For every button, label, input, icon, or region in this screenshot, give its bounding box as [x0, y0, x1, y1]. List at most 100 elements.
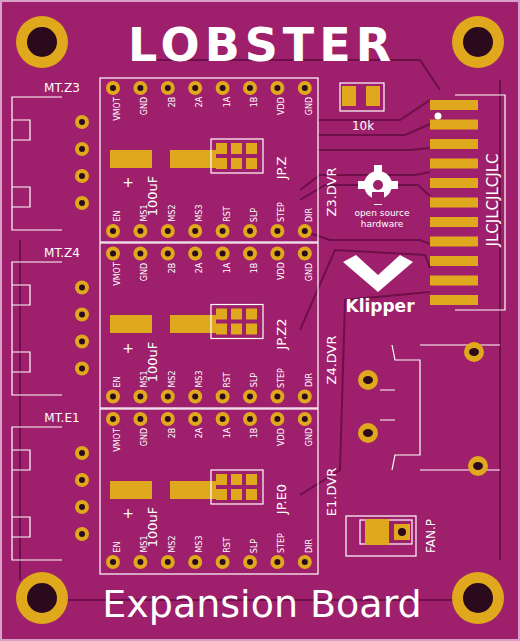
pin-drill: [220, 559, 226, 565]
pin-label: MS2: [169, 536, 177, 553]
pin-drill: [469, 348, 479, 356]
connector-pad: [430, 295, 478, 305]
motor-pin: [75, 473, 89, 487]
fab-text: JLCJLCJLCJLC: [486, 153, 501, 246]
pin-drill: [79, 200, 85, 206]
jumper-pad: [231, 474, 242, 485]
motor-pin: [75, 142, 89, 156]
logo-text: hardware: [361, 220, 403, 229]
pin-label: 2A: [196, 97, 204, 108]
pin-drill: [110, 85, 116, 91]
header-pin: [106, 412, 120, 426]
jumper-outline: [211, 139, 263, 173]
jumper-pad: [246, 474, 257, 485]
pin-drill: [192, 559, 198, 565]
header-pin: [270, 412, 284, 426]
jumper-outline: [211, 470, 263, 504]
header-pin: [216, 81, 230, 95]
jumper-label: JP.Z: [275, 157, 288, 180]
pin-label: VDD: [278, 262, 286, 280]
motor-pin: [75, 169, 89, 183]
pin-label: MS2: [169, 370, 177, 387]
pin-label: 2A: [196, 428, 204, 439]
header-pin: [133, 555, 147, 569]
motor-pin: [75, 527, 89, 541]
motor-pin: [75, 281, 89, 295]
pin-drill: [79, 504, 85, 510]
jumper-pad: [231, 489, 242, 500]
gold-pads: [110, 86, 389, 545]
mount-holes: [16, 16, 504, 624]
jumper-outline: [211, 305, 263, 339]
connector-label: MT.E1: [44, 412, 79, 424]
logo-text: open source: [354, 209, 409, 218]
pin-drill: [137, 416, 143, 422]
pin-drill: [192, 394, 198, 400]
pin-drill: [165, 251, 171, 257]
jumper-pad: [216, 489, 227, 500]
pin-drill: [302, 228, 308, 234]
pin-label: MS2: [169, 205, 177, 222]
pin-label: GND: [306, 428, 314, 446]
motor-pin: [75, 362, 89, 376]
connector-pad: [430, 276, 478, 286]
pin-label: RST: [224, 206, 232, 222]
pin-label: MS3: [196, 205, 204, 222]
pin-drill: [137, 394, 143, 400]
header-pin: [243, 224, 257, 238]
header-pin: [106, 555, 120, 569]
pin-drill: [79, 531, 85, 537]
jumper-pad: [246, 309, 257, 320]
header-pin: [161, 390, 175, 404]
pin-label: EN: [114, 376, 122, 387]
pin-label: 1B: [251, 428, 259, 439]
header-pin: [298, 247, 312, 261]
header-pin: [298, 412, 312, 426]
header-pin: [161, 81, 175, 95]
header-pin: [106, 390, 120, 404]
header-pin: [298, 224, 312, 238]
header-pin: [270, 390, 284, 404]
board-caption: Expansion Board: [102, 585, 421, 623]
pin-label: VMOT: [114, 97, 122, 121]
pin-drill: [79, 450, 85, 456]
capacitor-value: 100uF: [146, 507, 159, 548]
pin-drill: [79, 477, 85, 483]
jumper-pad: [216, 474, 227, 485]
header-pin: [161, 555, 175, 569]
pin-drill: [79, 366, 85, 372]
pin-drill: [473, 462, 483, 470]
pin-drill: [79, 339, 85, 345]
header-pin: [243, 81, 257, 95]
board-title: LOBSTER: [128, 22, 396, 68]
pin-label: DIR: [306, 208, 314, 222]
pin-drill: [274, 559, 280, 565]
header-pin: [243, 247, 257, 261]
pin-label: 1A: [224, 263, 232, 274]
header-pin: [188, 81, 202, 95]
pin-drill: [110, 394, 116, 400]
connector-pad: [430, 159, 478, 169]
fan-pad: [394, 524, 410, 540]
pin-drill: [79, 119, 85, 125]
pin-drill: [220, 228, 226, 234]
connector-pad: [430, 100, 478, 110]
header-pin: [188, 224, 202, 238]
header-pin: [298, 81, 312, 95]
header-pin: [243, 412, 257, 426]
pin-label: EN: [114, 542, 122, 553]
silkscreen: [12, 78, 505, 574]
pin-drill: [220, 394, 226, 400]
connector-label: MT.Z4: [44, 247, 80, 259]
pin-label: GND: [141, 263, 149, 281]
pin-drill: [79, 312, 85, 318]
pin-label: SLP: [251, 373, 259, 387]
header-pin: [133, 224, 147, 238]
pin-drill: [110, 228, 116, 234]
motor-pin: [75, 196, 89, 210]
header-pin: [188, 390, 202, 404]
pin-drill: [398, 528, 406, 536]
jack-pad: [358, 370, 378, 390]
pin-drill: [137, 228, 143, 234]
